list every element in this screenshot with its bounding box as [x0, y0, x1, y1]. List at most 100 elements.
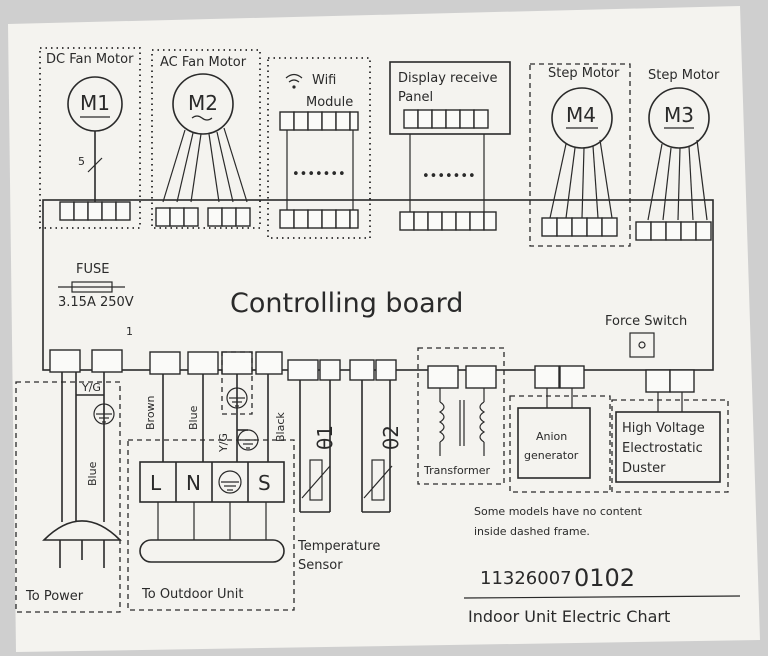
display-panel-box — [389, 61, 511, 135]
to-power-label: To Power — [25, 589, 84, 604]
display-label-2: Panel — [398, 90, 433, 105]
part-number-suffix: 0102 — [574, 564, 635, 592]
ac-fan-label: AC Fan Motor — [160, 55, 247, 70]
hv-wires — [657, 392, 683, 412]
title-rule — [463, 595, 741, 599]
m4-wires — [549, 139, 613, 219]
m3-motor — [648, 87, 710, 149]
anion-label-1: Anion — [536, 430, 567, 443]
wifi-ellipsis: ••••••• — [292, 167, 346, 182]
hv-label-2: Electrostatic — [622, 441, 703, 456]
thermistor-2-slash — [363, 465, 393, 499]
fuse-rating: 3.15A 250V — [58, 295, 134, 310]
terminal-dividers — [175, 462, 249, 502]
thermistor-1-slash — [301, 465, 331, 499]
wifi-icon — [285, 73, 303, 89]
anion-wires — [546, 388, 573, 408]
fuse-symbol — [71, 281, 113, 293]
plug-pins — [59, 540, 105, 568]
transformer-icon — [438, 388, 486, 456]
power-blue-label: Blue — [86, 461, 99, 486]
force-switch-label: Force Switch — [605, 314, 687, 329]
dashed-frame-note-1: Some models have no content — [474, 505, 643, 518]
hv-label-1: High Voltage — [622, 421, 705, 436]
power-ground-icon — [93, 403, 115, 425]
m2-connector — [155, 207, 251, 227]
wifi-top-connector — [279, 111, 359, 131]
transformer-frame — [417, 347, 505, 485]
display-label-1: Display receive — [398, 71, 498, 86]
part-number-prefix: 11326007 — [480, 568, 572, 589]
anion-box — [517, 407, 591, 479]
bottom-board-connectors — [49, 349, 695, 393]
controlling-board-label: Controlling board — [230, 288, 463, 319]
power-wires — [61, 372, 105, 522]
temperature-label-1: Temperature — [297, 539, 380, 554]
transformer-label: Transformer — [423, 464, 490, 477]
m2-label: M2 — [188, 91, 218, 115]
to-power-frame — [15, 381, 121, 613]
m4-connector — [541, 217, 618, 237]
hv-frame — [611, 399, 729, 493]
thermistor-2-icon — [371, 459, 385, 501]
wifi-label-1: Wifi — [312, 73, 336, 88]
m3-wires — [647, 139, 708, 221]
m2-motor — [172, 73, 234, 135]
chart-title: Indoor Unit Electric Chart — [468, 607, 670, 626]
m1-wire-slash — [87, 157, 103, 173]
step-motor-m3-label: Step Motor — [648, 68, 720, 83]
wifi-frame — [267, 57, 371, 239]
power-plug-icon — [42, 520, 122, 541]
black-wire-label: Black — [274, 412, 287, 442]
m3-label: M3 — [664, 103, 694, 127]
blue-wire-label: Blue — [187, 405, 200, 430]
terminal-ground-icon — [218, 470, 242, 494]
m1-wire-count: 5 — [78, 155, 85, 168]
step-motor-m4-frame — [529, 63, 631, 247]
anion-frame — [509, 395, 611, 493]
m1-connector — [59, 201, 131, 221]
yg-wire-label: Y/G — [217, 433, 230, 453]
temperature-label-2: Sensor — [298, 558, 343, 573]
display-ellipsis: ••••••• — [422, 169, 476, 184]
terminal-n: N — [186, 471, 201, 495]
dc-fan-label: DC Fan Motor — [46, 52, 134, 67]
to-outdoor-frame — [127, 439, 295, 611]
m4-label: M4 — [566, 103, 596, 127]
wifi-wires — [286, 130, 354, 210]
wifi-label-2: Module — [306, 95, 353, 110]
power-yg-label: Y/G — [81, 381, 101, 394]
force-switch-dot — [638, 341, 646, 349]
dashed-frame-note-2: inside dashed frame. — [474, 525, 590, 538]
cable-wires — [157, 502, 267, 540]
theta2-label: θ2 — [379, 425, 403, 450]
m2-ac-wave — [191, 115, 213, 121]
paper-sheet — [8, 6, 760, 652]
fuse-label: FUSE — [76, 262, 109, 277]
m4-motor — [551, 87, 613, 149]
m3-connector — [635, 221, 712, 241]
thermistor-1-icon — [309, 459, 323, 501]
pin-one-label: 1 — [126, 325, 133, 338]
to-outdoor-label: To Outdoor Unit — [141, 587, 244, 602]
terminal-s: S — [258, 471, 271, 495]
sensor-2-wires — [361, 380, 391, 513]
anion-label-2: generator — [524, 449, 579, 462]
m2-wires — [162, 127, 248, 203]
hv-label-3: Duster — [622, 461, 666, 476]
dc-fan-frame — [39, 47, 141, 229]
display-top-connector — [403, 109, 489, 129]
display-wires — [409, 134, 485, 212]
display-board-connector — [399, 211, 497, 231]
m1-label: M1 — [80, 91, 110, 115]
theta1-label: θ1 — [313, 425, 337, 450]
terminal-l: L — [150, 471, 162, 495]
cable-bundle — [139, 539, 285, 563]
brown-wire-label: Brown — [144, 395, 157, 430]
force-switch-button — [629, 332, 655, 358]
outdoor-wires — [162, 374, 269, 462]
hv-box — [615, 411, 721, 483]
ground-dashed-frame — [221, 351, 253, 415]
